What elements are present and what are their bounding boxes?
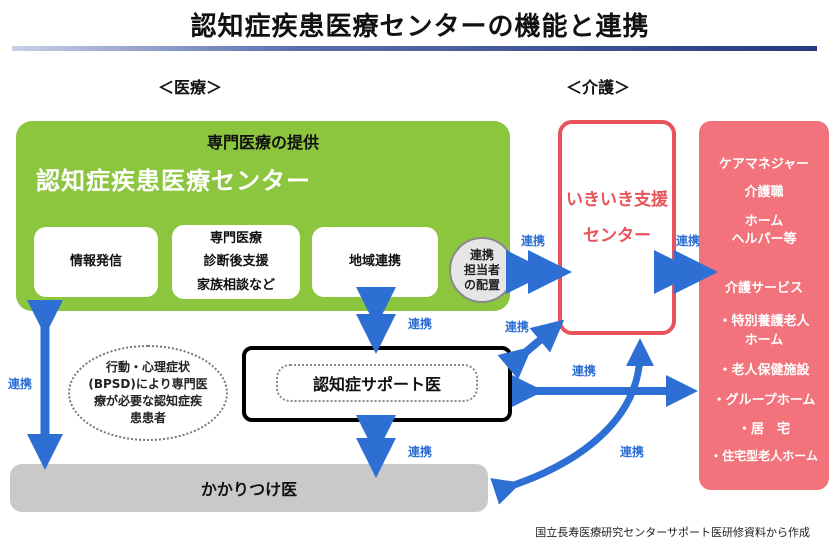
cooperation-label-support-care: 連携: [572, 364, 597, 378]
bpsd-note-line: 療が必要な認知症疾: [93, 394, 202, 408]
care-worker-label: 介護職: [744, 185, 784, 200]
section-label-care: ＜介護＞: [566, 78, 631, 97]
family-doctor-label: かかりつけ医: [200, 480, 298, 499]
cooperation-label-ikiiki-care: 連携: [676, 234, 701, 248]
cooperation-label-support-ikiiki: 連携: [505, 320, 530, 334]
liaison-badge-line: の配置: [463, 277, 500, 292]
ikiiki-support-center-name: いきいき支援 センター: [562, 182, 672, 254]
home-helper-line: ヘルパー等: [731, 232, 797, 247]
page-title: 認知症疾患医療センターの機能と連携: [190, 12, 650, 42]
family-doctor-box: かかりつけ医: [10, 464, 488, 512]
care-service-item: ・老人保健施設: [718, 363, 810, 378]
bpsd-note-line: (BPSD)により専門医: [88, 377, 208, 392]
post-diagnosis-support-line: 診断後支援: [203, 254, 269, 270]
medical-center-name: 認知症疾患医療センター: [36, 167, 311, 195]
ikiiki-line: いきいき支援: [566, 190, 668, 210]
specialist-care-box: 専門医療 診断後支援 家族相談など: [172, 225, 300, 299]
support-doctor-label: 認知症サポート医: [276, 364, 478, 402]
care-service-item: ・特別養護老人: [718, 314, 810, 329]
liaison-badge-line: 連携: [469, 247, 494, 262]
specialist-care-line: 専門医療: [209, 230, 262, 246]
cooperation-label-medical-ikiiki: 連携: [521, 234, 546, 248]
ikiiki-support-center-box: いきいき支援 センター: [558, 120, 676, 335]
care-services-box: ケアマネジャー 介護職 ホーム ヘルパー等 介護サービス ・特別養護老人 ホーム…: [699, 121, 829, 490]
family-consultation-line: 家族相談など: [196, 277, 275, 293]
bpsd-note-line: 患患者: [129, 410, 166, 425]
bpsd-note-line: 行動・心理症状: [105, 360, 190, 375]
title-divider: [12, 46, 817, 51]
care-manager-label: ケアマネジャー: [718, 157, 810, 172]
ikiiki-line: センター: [583, 226, 651, 246]
arrow-family-doctor-ikiiki: [490, 338, 654, 505]
liaison-staff-badge: 連携 担当者 の配置: [449, 237, 515, 303]
bpsd-patient-note: 行動・心理症状 (BPSD)により専門医 療が必要な認知症疾 患患者: [68, 345, 228, 441]
liaison-badge-line: 担当者: [463, 262, 500, 277]
care-service-item: ・住宅型老人ホーム: [710, 449, 818, 463]
cooperation-label-medical-support: 連携: [408, 317, 433, 331]
care-service-item: ・居 宅: [737, 422, 790, 437]
care-service-item: ホーム: [744, 333, 784, 348]
source-note: 国立長寿医療研究センターサポート医研修資料から作成: [535, 526, 810, 539]
cooperation-label-left: 連携: [8, 377, 33, 392]
dementia-medical-center-box: 専門医療の提供 認知症疾患医療センター 情報発信 専門医療 診断後支援 家族相談…: [16, 121, 510, 311]
cooperation-label-family-ikiiki: 連携: [620, 445, 645, 459]
specialist-care-header: 専門医療の提供: [206, 133, 319, 152]
info-dissemination-label: 情報発信: [69, 254, 122, 270]
regional-cooperation-label: 地域連携: [348, 254, 401, 270]
cooperation-label-support-family: 連携: [408, 445, 433, 459]
home-helper-line: ホーム: [744, 214, 784, 229]
care-service-item: ・グループホーム: [712, 393, 816, 408]
cooperation-label-text: 連携: [8, 377, 33, 391]
section-label-medical: ＜医療＞: [158, 78, 223, 97]
care-services-title: 介護サービス: [724, 281, 803, 296]
dementia-support-doctor-box: 認知症サポート医: [242, 346, 512, 422]
info-dissemination-box: 情報発信: [34, 227, 158, 297]
regional-cooperation-box: 地域連携: [312, 227, 438, 297]
